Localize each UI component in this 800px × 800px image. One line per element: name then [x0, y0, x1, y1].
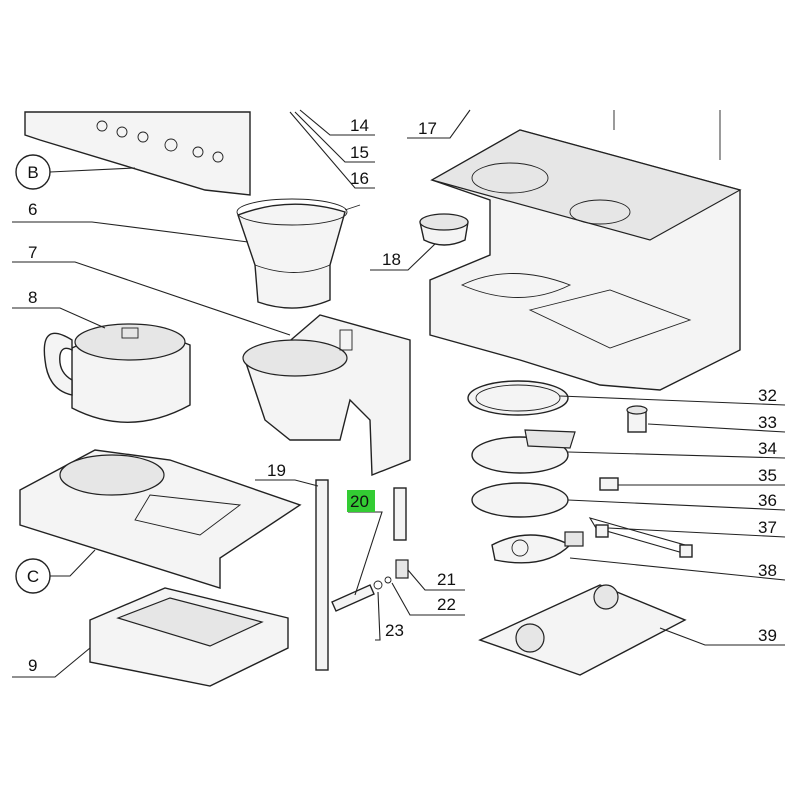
base-plate-39	[478, 584, 687, 676]
label-19: 19	[267, 461, 286, 480]
carafe	[43, 323, 191, 423]
part-labels: 6 7 8 9 14 15 16 17 18 19 20 21 22 23 32…	[28, 116, 777, 675]
label-6: 6	[28, 200, 37, 219]
label-37: 37	[758, 518, 777, 537]
filter-housing	[242, 314, 411, 477]
gasket-ring-32	[467, 380, 569, 416]
label-16: 16	[350, 169, 369, 188]
base-tray	[89, 587, 289, 687]
valve-33	[626, 405, 648, 433]
label-39: 39	[758, 626, 777, 645]
filter-holder	[236, 198, 361, 309]
label-32: 32	[758, 386, 777, 405]
label-9: 9	[28, 656, 37, 675]
label-38: 38	[758, 561, 777, 580]
heating-element-38	[491, 531, 584, 564]
label-21: 21	[437, 570, 456, 589]
label-20: 20	[350, 492, 369, 511]
badge-c-text: C	[27, 567, 39, 586]
label-17: 17	[418, 119, 437, 138]
label-23: 23	[385, 621, 404, 640]
heater-wire-37	[588, 517, 693, 558]
label-35: 35	[758, 466, 777, 485]
leader-lines	[12, 109, 786, 678]
badge-b-text: B	[27, 163, 38, 182]
base-cover	[19, 449, 302, 589]
label-34: 34	[758, 439, 777, 458]
badge-b: B	[15, 154, 51, 190]
part-18-cap	[419, 213, 469, 246]
label-14: 14	[350, 116, 369, 135]
label-7: 7	[28, 243, 37, 262]
label-15: 15	[350, 143, 369, 162]
tubes	[315, 479, 409, 671]
badge-c: C	[15, 558, 51, 594]
control-panel	[24, 111, 251, 196]
label-8: 8	[28, 288, 37, 307]
label-36: 36	[758, 491, 777, 510]
main-housing	[429, 110, 742, 391]
plate-34	[471, 429, 576, 474]
highlight-box	[347, 490, 375, 512]
label-22: 22	[437, 595, 456, 614]
disc-36	[471, 482, 569, 518]
label-18: 18	[382, 250, 401, 269]
switch-35	[599, 477, 619, 491]
label-33: 33	[758, 413, 777, 432]
